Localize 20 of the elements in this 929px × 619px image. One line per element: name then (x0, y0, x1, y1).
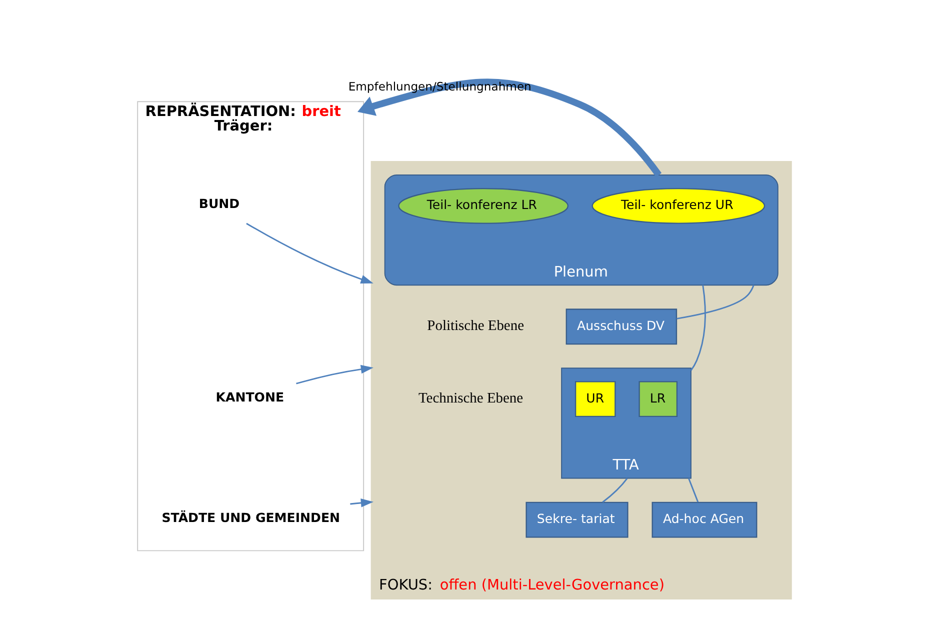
arrow (246, 222, 374, 284)
label: Politische Ebene (427, 318, 524, 334)
connector (676, 284, 754, 320)
node-text: STÄDTE UND GEMEINDEN (162, 510, 340, 526)
node-ellipse: Teil- konferenz LR (398, 188, 569, 224)
node-text: KANTONE (216, 389, 284, 404)
arrow (296, 364, 374, 384)
node-ellipse: Teil- konferenz UR (592, 188, 766, 224)
arrow (350, 498, 374, 508)
node-box: UR (574, 381, 616, 418)
arrow (357, 78, 662, 178)
connector (690, 285, 706, 371)
node-box: LR (638, 381, 678, 418)
connector (688, 478, 699, 502)
node-text: BUND (198, 196, 240, 212)
label: Technische Ebene (418, 390, 524, 406)
node-box: Ausschuss DV (566, 308, 678, 345)
node-box: Ad-hoc AGen (652, 502, 758, 538)
node-box: Sekre- tariat (526, 502, 628, 538)
connector (602, 478, 628, 503)
